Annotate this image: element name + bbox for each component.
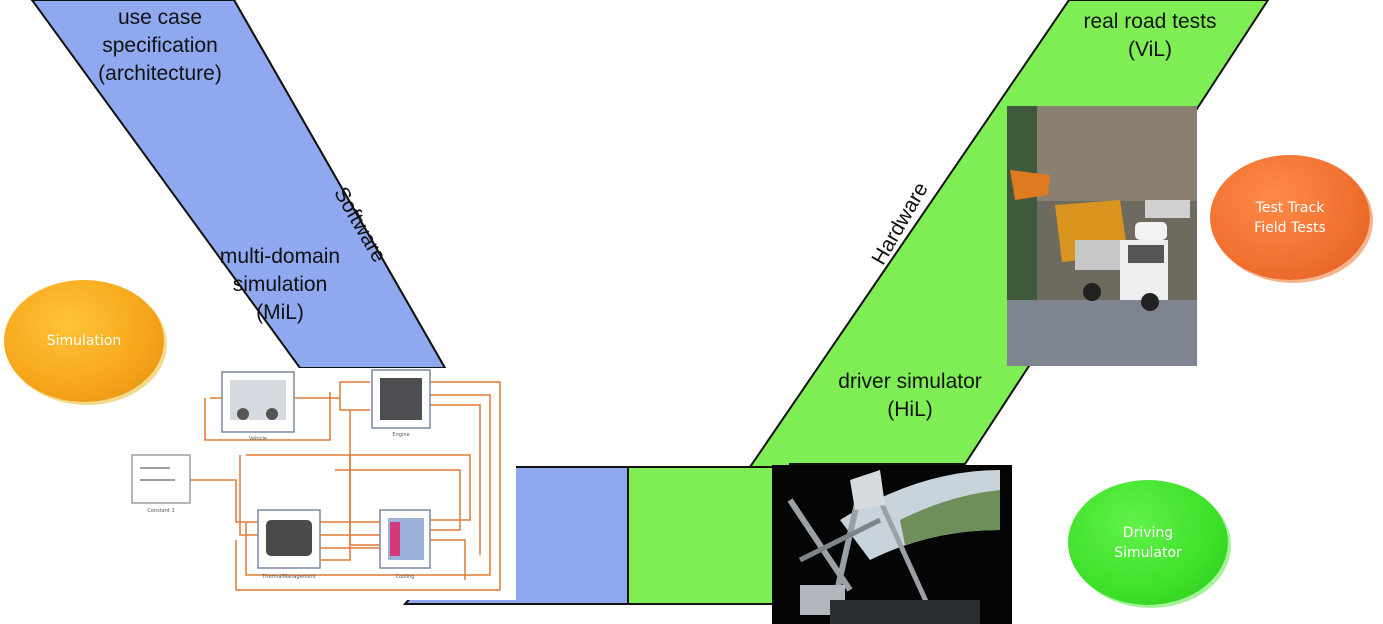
test-track-line-1: Test Track [1255, 199, 1325, 216]
simulation-badge: Simulation [4, 280, 164, 402]
road-test-photo [1007, 106, 1197, 366]
real-road-label: real road tests (ViL) [1055, 8, 1245, 64]
test-track-line-2: Field Tests [1254, 219, 1326, 236]
use-case-line-3: (architecture) [98, 62, 222, 85]
hardware-bottom [627, 466, 791, 605]
block-label-vehicle: Vehicle [249, 436, 267, 442]
block-label-thermal: ThermalManagement [261, 574, 316, 580]
multi-domain-line-3: (MiL) [256, 301, 304, 324]
test-track-badge: Test Track Field Tests [1210, 155, 1370, 280]
driver-sim-label: driver simulator (HiL) [805, 368, 1015, 424]
block-label-cooling: Cooling [396, 574, 415, 580]
driving-simulator-badge: Driving Simulator [1068, 480, 1228, 605]
use-case-line-1: use case [117, 6, 203, 29]
driver-sim-line-2: (HiL) [887, 398, 933, 421]
driving-simulator-photo [772, 465, 1012, 624]
use-case-label: use case specification (architecture) [80, 4, 240, 88]
block-label-engine: Engine [392, 432, 409, 438]
multi-domain-line-2: simulation [232, 273, 328, 296]
multi-domain-line-1: multi-domain [219, 245, 341, 268]
multi-domain-label: multi-domain simulation (MiL) [200, 243, 360, 327]
driving-sim-line-2: Simulator [1114, 544, 1182, 561]
simulation-badge-text: Simulation [46, 333, 122, 349]
block-label-constant: Constant 1 [147, 508, 174, 514]
driving-sim-line-1: Driving [1122, 524, 1174, 541]
simulation-schematic: Vehicle Engine Constant 1 ThermalManagem… [131, 368, 516, 600]
real-road-line-1: real road tests [1083, 10, 1217, 33]
driver-sim-line-1: driver simulator [838, 370, 982, 393]
real-road-line-2: (ViL) [1128, 38, 1172, 61]
use-case-line-2: specification [102, 34, 218, 57]
